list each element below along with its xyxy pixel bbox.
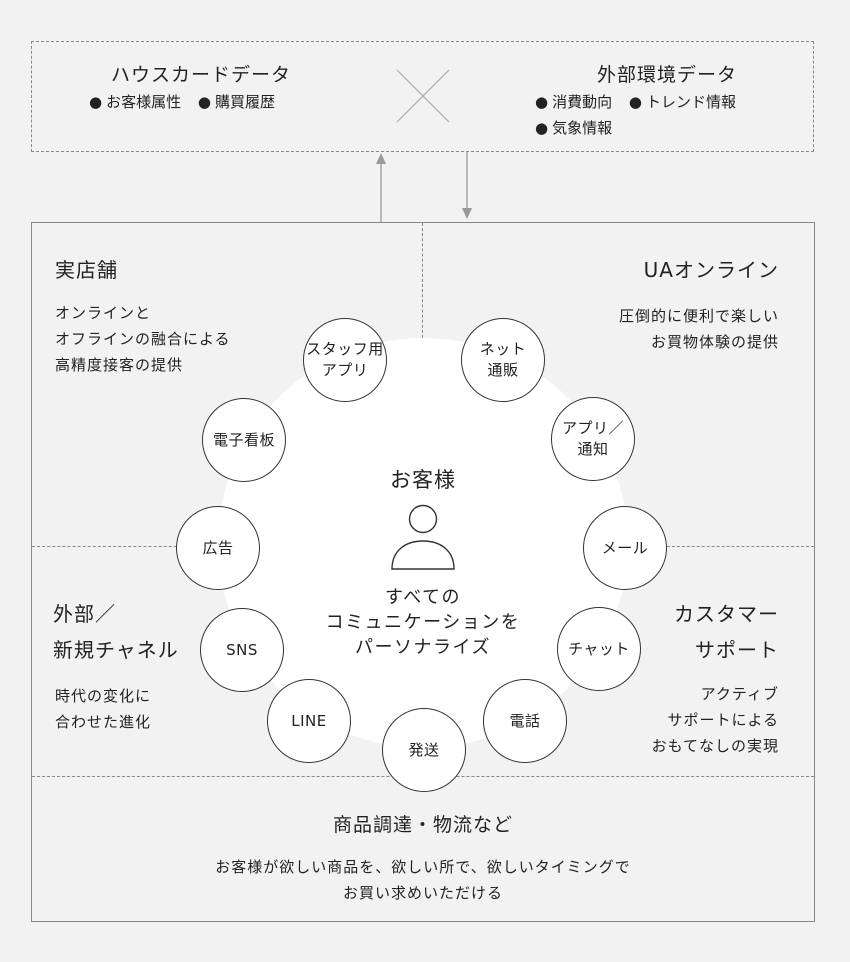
chat-node: チャット (557, 607, 641, 691)
sns-node: SNS (200, 608, 284, 692)
bullet-dot: ● (628, 93, 642, 111)
bullet-item: ●お客様属性 (89, 93, 182, 111)
logistics-description: お客様が欲しい商品を、欲しい所で、欲しいタイミングで お買い求めいただける (215, 858, 631, 902)
external-channel-title: 外部／ 新規チャネル (53, 602, 179, 662)
bullet-dot: ● (197, 93, 211, 111)
digital-signage-node: 電子看板 (202, 398, 286, 482)
app-notification-node: アプリ／ 通知 (551, 397, 635, 481)
mail-node: メール (583, 506, 667, 590)
bullet-item: ●購買履歴 (197, 93, 275, 111)
external-data-items-row1: ●消費動向 ●トレンド情報 (535, 91, 748, 112)
customer-circle (218, 338, 628, 748)
store-title: 実店舗 (55, 258, 118, 282)
online-title: UAオンライン (643, 258, 779, 282)
external-data-items-row2: ●気象情報 (535, 117, 624, 138)
person-icon (391, 504, 455, 570)
data-flow-arrows (376, 152, 472, 222)
bullet-item: ●気象情報 (535, 119, 613, 137)
vertical-divider (422, 223, 423, 343)
arrow-down-icon (462, 152, 472, 219)
staff-app-node: スタッフ用 アプリ (303, 318, 387, 402)
advertising-node: 広告 (176, 506, 260, 590)
online-description: 圧倒的に便利で楽しい お買物体験の提供 (618, 307, 779, 351)
customer-support-description: アクティブ サポートによる おもてなしの実現 (651, 685, 779, 755)
bullet-item: ●消費動向 (535, 93, 613, 111)
shipping-node: 発送 (382, 708, 466, 792)
bullet-dot: ● (89, 93, 103, 111)
phone-node: 電話 (483, 679, 567, 763)
horizontal-divider-left (32, 546, 187, 547)
net-sales-node: ネット 通販 (461, 318, 545, 402)
customer-label: お客様 (390, 468, 456, 492)
arrow-up-icon (376, 153, 386, 222)
line-node: LINE (267, 679, 351, 763)
personalize-message: すべての コミュニケーションを パーソナライズ (325, 587, 521, 658)
bullet-dot: ● (535, 119, 549, 137)
data-source-box (31, 41, 814, 152)
bullet-item: ●トレンド情報 (628, 93, 736, 111)
bullet-dot: ● (535, 93, 549, 111)
channel-box (31, 222, 815, 922)
cross-icon (396, 69, 450, 123)
customer-support-title: カスタマー サポート (674, 602, 779, 662)
external-data-title: 外部環境データ (597, 64, 738, 86)
horizontal-divider-right (652, 546, 814, 547)
house-card-data-title: ハウスカードデータ (111, 64, 292, 86)
store-description: オンラインと オフラインの融合による 高精度接客の提供 (55, 304, 231, 374)
house-card-data-items: ●お客様属性 ●購買履歴 (89, 91, 287, 112)
logistics-title: 商品調達・物流など (332, 814, 513, 836)
external-channel-description: 時代の変化に 合わせた進化 (55, 687, 152, 731)
